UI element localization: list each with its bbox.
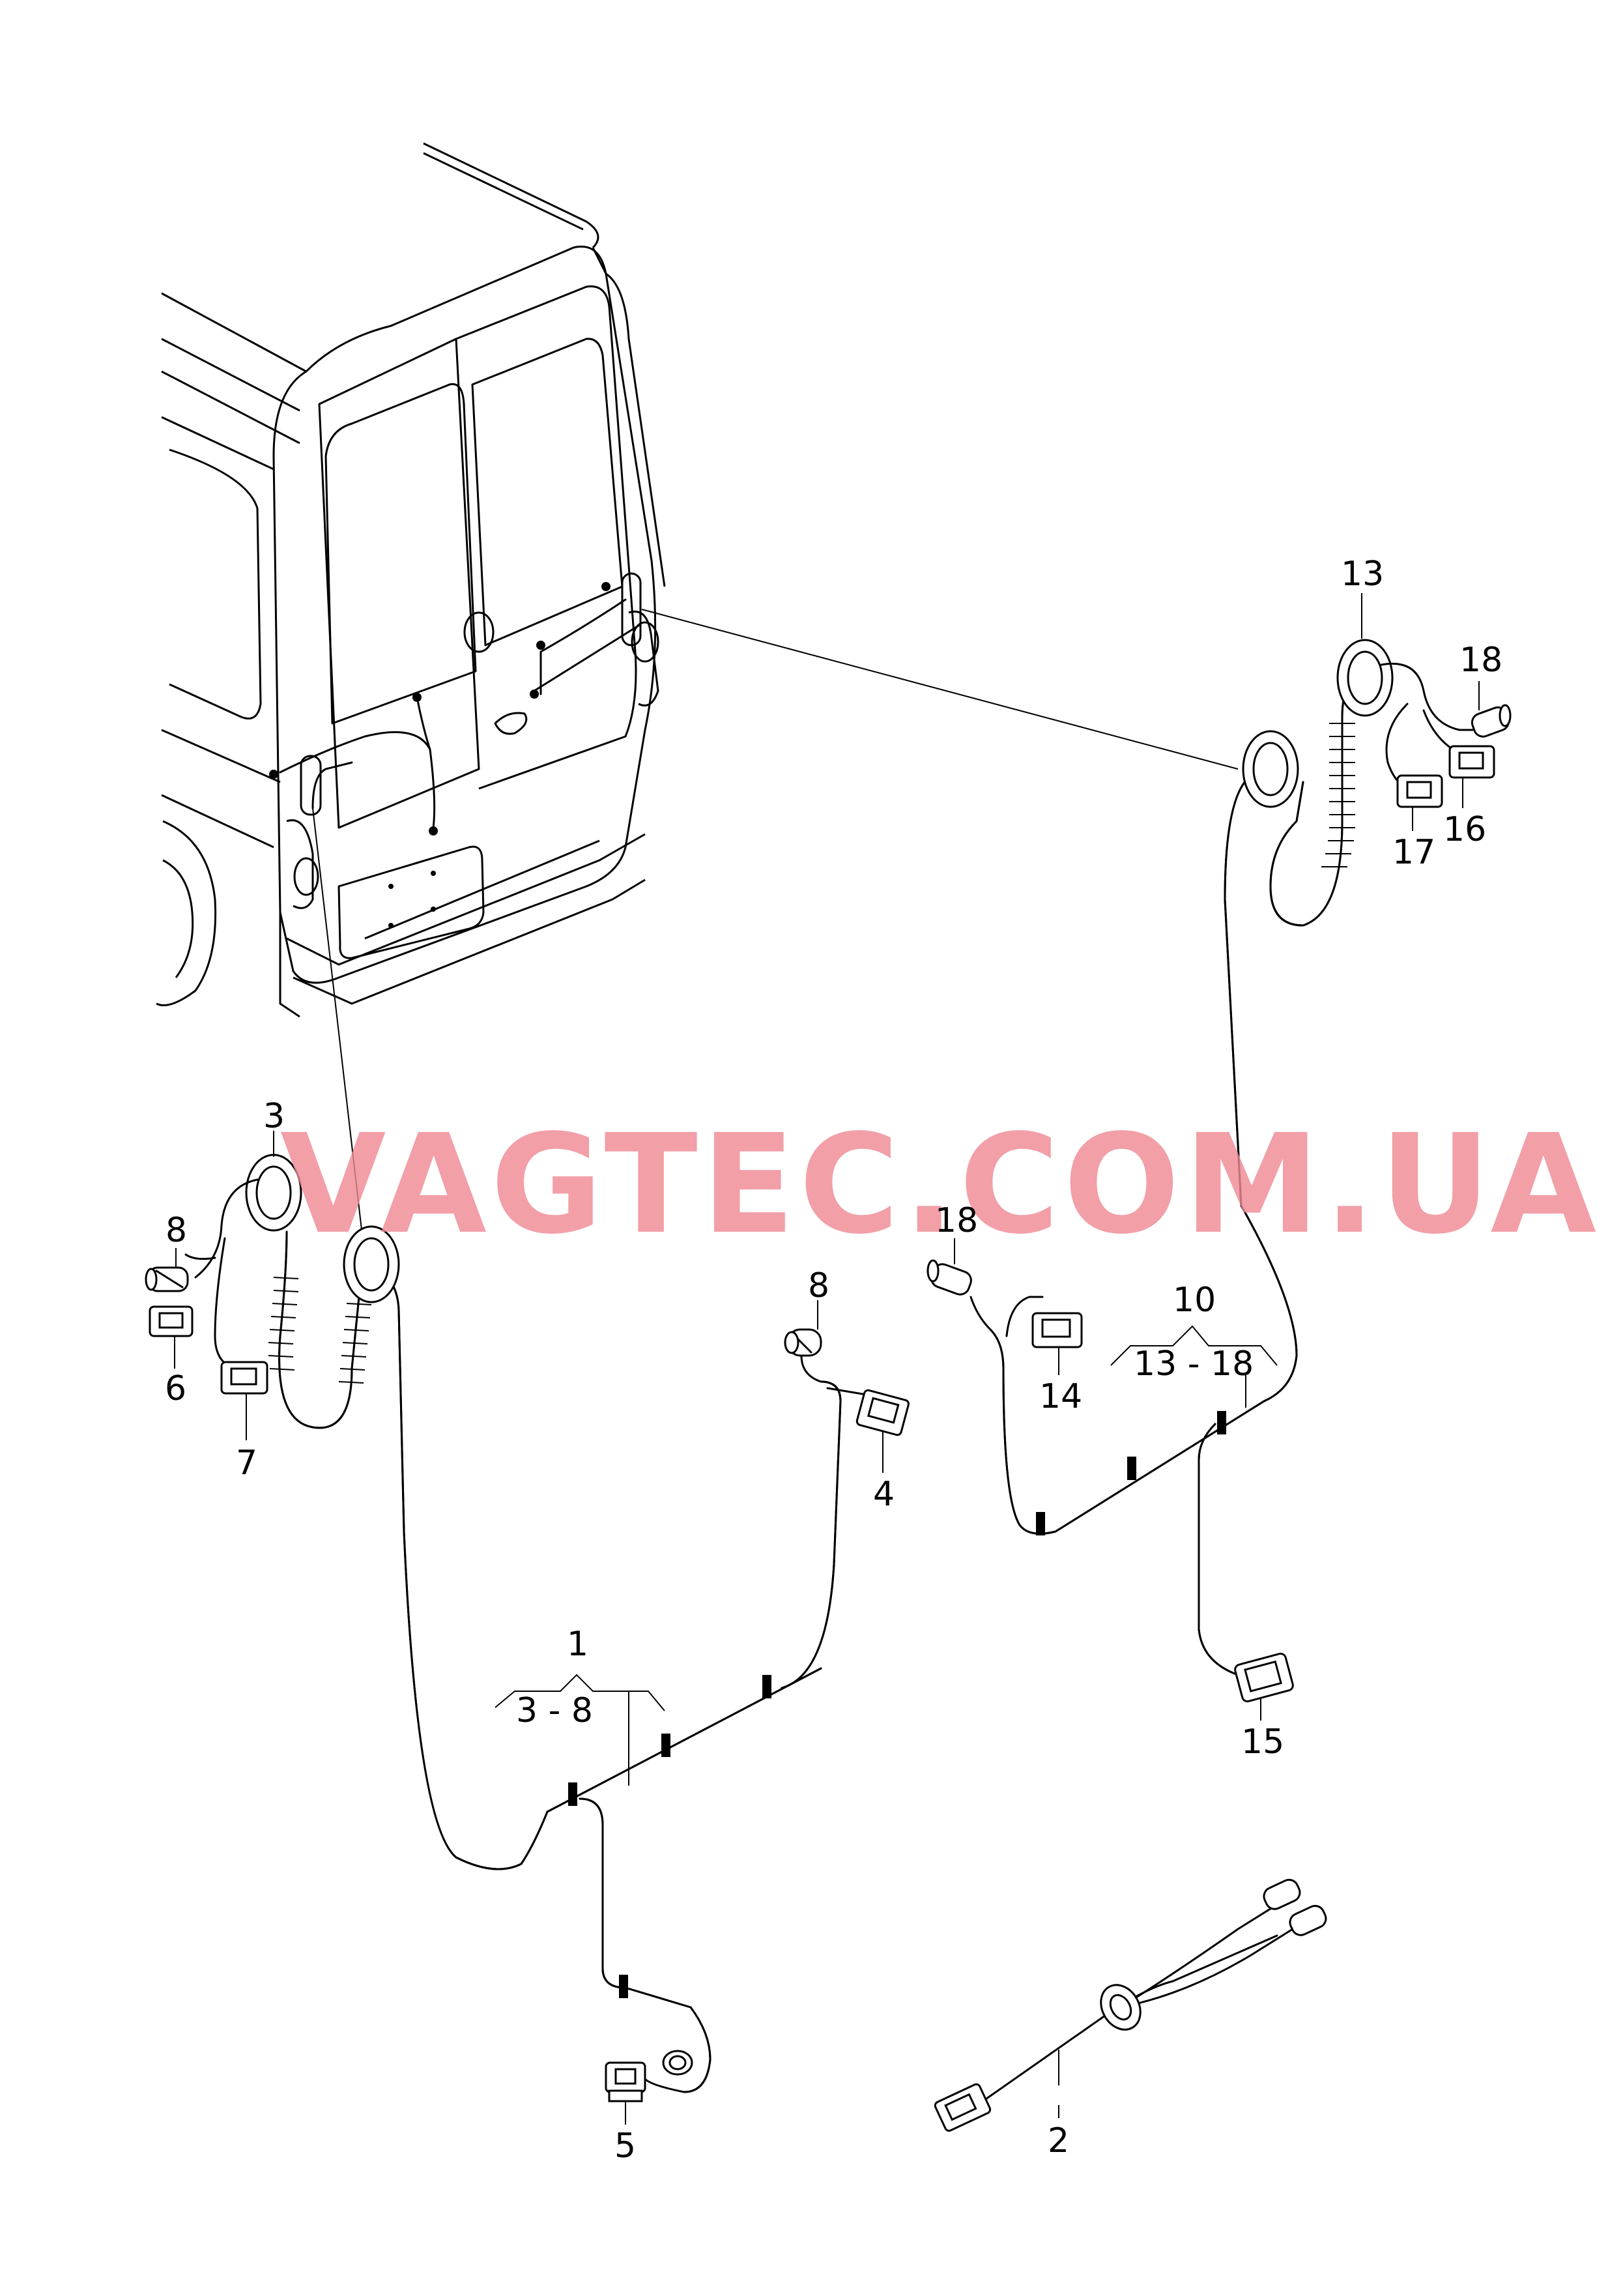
callout-1: 1: [567, 1625, 588, 1664]
callout-18-mid: 18: [935, 1201, 978, 1240]
callout-15: 15: [1241, 1722, 1284, 1762]
connector-16: [1448, 745, 1495, 779]
leader-right: [641, 609, 1239, 770]
callout-leaders: [174, 593, 1480, 2125]
connector-5: [605, 2061, 685, 2102]
harness-1: [370, 1263, 842, 2093]
connector-17: [1396, 774, 1443, 808]
callout-labels: 1 3 - 8 2 3 4 5 6 7 8 8 10 13 - 18 13 14…: [165, 555, 1502, 2166]
leader-left: [312, 807, 366, 1258]
callout-16: 16: [1443, 810, 1486, 849]
callout-10-range: 13 - 18: [1134, 1344, 1254, 1384]
callout-17: 17: [1392, 833, 1435, 872]
connector-8-left: [145, 1266, 189, 1292]
van-rear-illustration: [156, 142, 666, 1018]
callout-8-left: 8: [165, 1211, 187, 1250]
callout-13: 13: [1341, 555, 1384, 594]
grommet-13-assembly: [1242, 639, 1474, 927]
connector-15: [1234, 1652, 1294, 1703]
callout-18-right: 18: [1459, 641, 1502, 680]
connector-14: [1031, 1312, 1083, 1348]
watermark: VAGTEC.COM.UA: [280, 1105, 1600, 1264]
callout-10: 10: [1173, 1281, 1216, 1320]
callout-5: 5: [614, 2127, 636, 2166]
connector-4: [784, 1328, 910, 1436]
callout-2: 2: [1048, 2121, 1069, 2160]
harness-10: [989, 774, 1298, 1676]
connector-18-right: [1471, 704, 1512, 738]
harness-2: [934, 1878, 1327, 2132]
callout-1-range: 3 - 8: [516, 1691, 593, 1730]
connector-6: [149, 1305, 194, 1337]
callout-4: 4: [873, 1475, 895, 1514]
van-installed-harness: [269, 572, 642, 836]
callout-14: 14: [1039, 1377, 1082, 1416]
connector-7: [220, 1361, 268, 1395]
grommet-3-assembly: [184, 1154, 400, 1429]
callout-6: 6: [165, 1369, 186, 1408]
callout-3: 3: [263, 1097, 285, 1136]
connector-18-mid: [926, 1259, 992, 1331]
callout-8-right: 8: [808, 1266, 829, 1305]
callout-7: 7: [236, 1444, 257, 1483]
